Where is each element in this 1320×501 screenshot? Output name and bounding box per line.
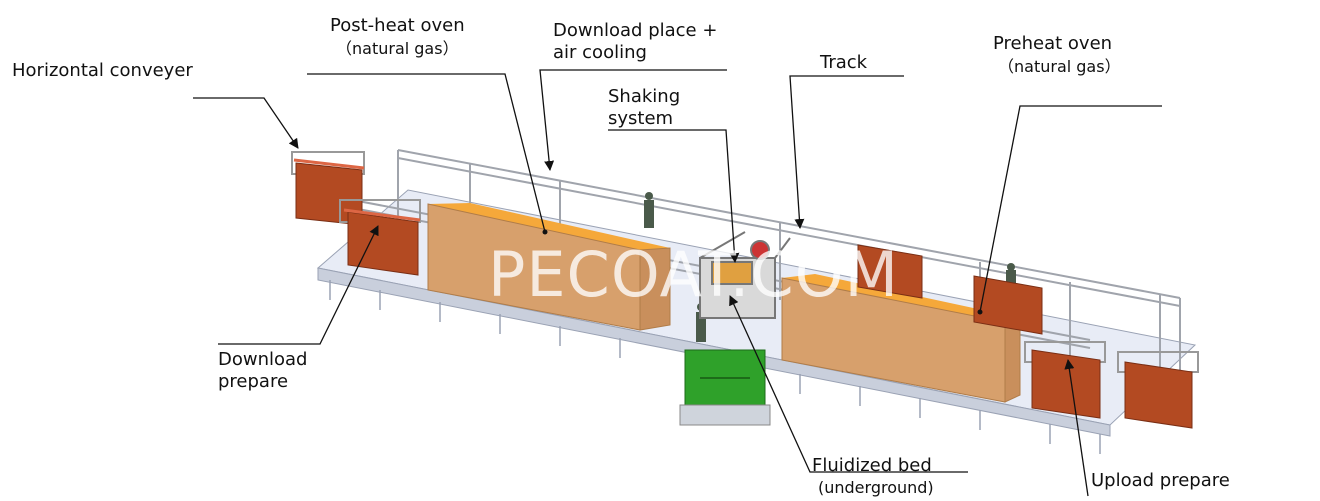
leader-download-place — [539, 69, 727, 171]
label-post-heat-fuel: （natural gas） — [336, 39, 459, 58]
label-preheat-oven: Preheat oven — [993, 33, 1113, 54]
label-preheat-fuel: （natural gas） — [998, 57, 1121, 76]
label-horizontal-conveyer: Horizontal conveyer — [12, 60, 193, 81]
label-download-place-2: air cooling — [553, 42, 647, 63]
label-upload-prepare: Upload prepare — [1091, 470, 1230, 491]
label-download-prepare-1: Download — [218, 349, 308, 370]
label-download-prepare-2: prepare — [218, 371, 289, 392]
label-fluidized-location: (underground) — [818, 478, 934, 497]
leader-upload-prepare — [1064, 359, 1089, 497]
label-track: Track — [820, 52, 868, 73]
leader-post-heat-oven — [307, 73, 546, 233]
post-heat-oven-dot — [542, 229, 548, 235]
label-shaking-1: Shaking — [608, 86, 681, 107]
post-heat-oven — [427, 203, 671, 331]
watermark: PECOAT.COM — [488, 238, 899, 311]
label-post-heat-oven: Post-heat oven — [330, 15, 465, 36]
label-fluidized-bed: Fluidized bed — [812, 455, 932, 476]
upload-prepare-station — [1024, 341, 1199, 429]
preheat-oven-dot — [977, 309, 983, 315]
leader-preheat-oven — [979, 105, 1162, 313]
leader-lines — [193, 69, 1162, 497]
leader-track — [789, 75, 904, 229]
hanging-parts — [857, 244, 1043, 335]
leader-shaking-system — [608, 129, 740, 263]
leader-horizontal-conveyer — [193, 97, 299, 149]
label-shaking-2: system — [608, 108, 674, 129]
leader-download-prepare — [218, 225, 379, 345]
label-download-place-1: Download place + — [553, 20, 718, 41]
download-prepare-station — [339, 199, 421, 276]
preheat-oven — [781, 274, 1021, 403]
shaking-system — [699, 231, 791, 319]
fluidized-bed — [679, 349, 771, 426]
leader-fluidized-bed — [729, 295, 968, 473]
